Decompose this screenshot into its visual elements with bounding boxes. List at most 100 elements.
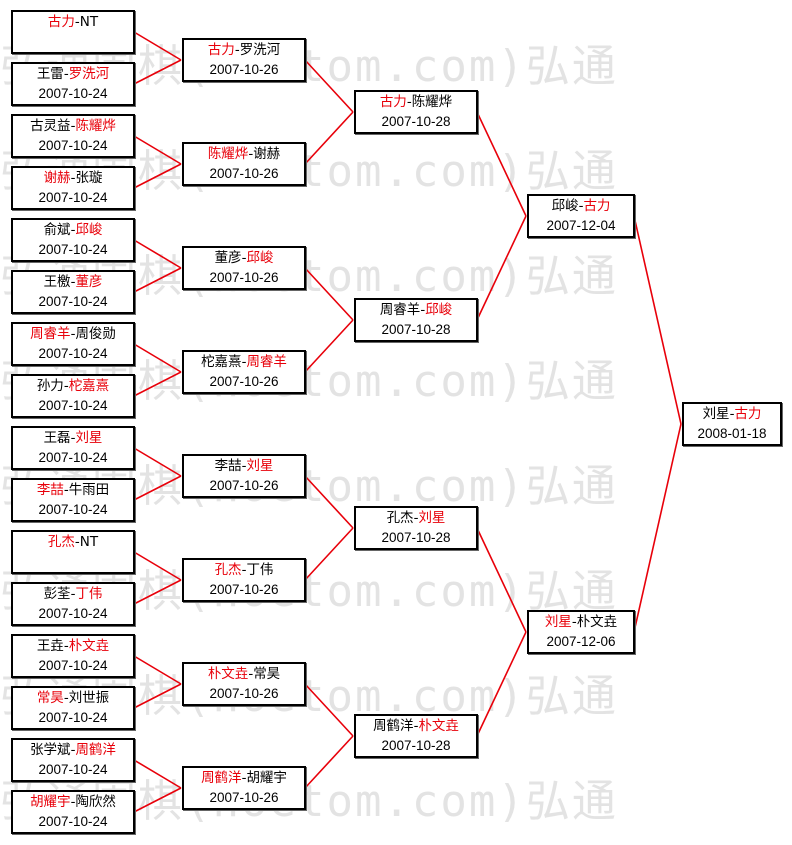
- match-date: 2007-10-24: [38, 710, 108, 725]
- match-players: 邱峻-古力: [552, 197, 611, 216]
- match-date: 2007-10-26: [209, 582, 279, 597]
- connector-line: [133, 59, 182, 85]
- match-date: 2007-10-24: [38, 138, 108, 153]
- match-date: 2007-10-26: [209, 686, 279, 701]
- match-date: 2007-10-24: [38, 294, 108, 309]
- player-separator: -: [413, 718, 419, 734]
- player-name: 董彦: [214, 250, 242, 266]
- match-box: 俞斌-邱峻 2007-10-24: [11, 218, 135, 262]
- player-name: NT: [79, 534, 99, 550]
- player-separator: -: [63, 378, 69, 394]
- match-players: 王檄-董彦: [44, 273, 103, 292]
- player-name: 谢赫: [253, 146, 281, 162]
- connector-line: [476, 111, 527, 217]
- connector-line: [133, 447, 182, 477]
- connector-line: [304, 735, 354, 789]
- player-name: 古力: [583, 198, 611, 214]
- connector-line: [476, 527, 527, 633]
- match-players: 王垚-朴文垚: [37, 637, 109, 656]
- match-box: 王垚-朴文垚 2007-10-24: [11, 634, 135, 678]
- match-box: 古力-NT: [11, 10, 135, 54]
- player-separator: -: [70, 742, 76, 758]
- player-separator: -: [406, 94, 412, 110]
- connector-line: [633, 215, 682, 425]
- player-name: 李喆: [214, 458, 242, 474]
- player-name: 孔杰: [386, 510, 414, 526]
- match-players: 周鹤洋-朴文垚: [373, 717, 459, 736]
- match-players: 朴文垚-常昊: [208, 665, 280, 684]
- player-name: 张璇: [75, 170, 103, 186]
- player-name: 常昊: [253, 666, 281, 682]
- player-name: 邱峻: [425, 302, 453, 318]
- player-separator: -: [74, 534, 80, 550]
- match-date: 2007-10-24: [38, 762, 108, 777]
- player-name: 孙力: [36, 378, 64, 394]
- player-name: 王雷: [36, 66, 64, 82]
- player-separator: -: [571, 614, 577, 630]
- match-date: 2007-10-24: [38, 190, 108, 205]
- player-name: 俞斌: [43, 222, 71, 238]
- connector-line: [133, 475, 182, 501]
- match-date: 2007-10-24: [38, 606, 108, 621]
- player-name: 陈耀烨: [207, 146, 249, 162]
- connector-line: [133, 759, 182, 789]
- match-date: 2007-10-28: [381, 114, 451, 129]
- player-name: 牛雨田: [68, 482, 110, 498]
- match-date: 2007-10-24: [38, 658, 108, 673]
- match-players: 孔杰-NT: [48, 533, 98, 552]
- match-players: 刘星-朴文垚: [545, 613, 617, 632]
- player-name: 古力: [47, 14, 75, 30]
- player-separator: -: [241, 354, 247, 370]
- connector-line: [476, 215, 527, 321]
- player-name: 邱峻: [551, 198, 579, 214]
- connector-line: [304, 59, 354, 113]
- player-name: 罗洗河: [68, 66, 110, 82]
- match-players: 孙力-柁嘉熹: [37, 377, 109, 396]
- connector-line: [133, 135, 182, 165]
- match-players: 古力-陈耀烨: [380, 93, 452, 112]
- connector-line: [304, 527, 354, 581]
- match-players: 彭荃-丁伟: [44, 585, 103, 604]
- connector-line: [133, 551, 182, 581]
- player-separator: -: [729, 406, 735, 422]
- match-players: 俞斌-邱峻: [44, 221, 103, 240]
- connector-line: [133, 239, 182, 269]
- player-name: 谢赫: [43, 170, 71, 186]
- match-date: 2007-10-24: [38, 86, 108, 101]
- match-date: 2007-10-24: [38, 242, 108, 257]
- player-separator: -: [248, 666, 254, 682]
- match-players: 孔杰-刘星: [387, 509, 446, 528]
- match-date: [71, 32, 75, 51]
- player-name: 周鹤洋: [75, 742, 116, 758]
- match-date: 2007-10-24: [38, 346, 108, 361]
- connector-line: [304, 683, 354, 737]
- connector-line: [133, 655, 182, 685]
- player-name: 刘星: [702, 406, 730, 422]
- player-name: 周睿羊: [246, 354, 287, 370]
- match-players: 李喆-刘星: [215, 457, 274, 476]
- player-name: 古力: [734, 406, 762, 422]
- connector-line: [304, 319, 354, 373]
- match-players: 王磊-刘星: [44, 429, 103, 448]
- match-date: 2007-10-26: [209, 62, 279, 77]
- player-separator: -: [241, 770, 247, 786]
- match-date: 2007-10-26: [209, 374, 279, 389]
- match-date: 2007-10-24: [38, 502, 108, 517]
- player-separator: -: [63, 638, 69, 654]
- player-separator: -: [70, 274, 76, 290]
- player-separator: -: [63, 690, 69, 706]
